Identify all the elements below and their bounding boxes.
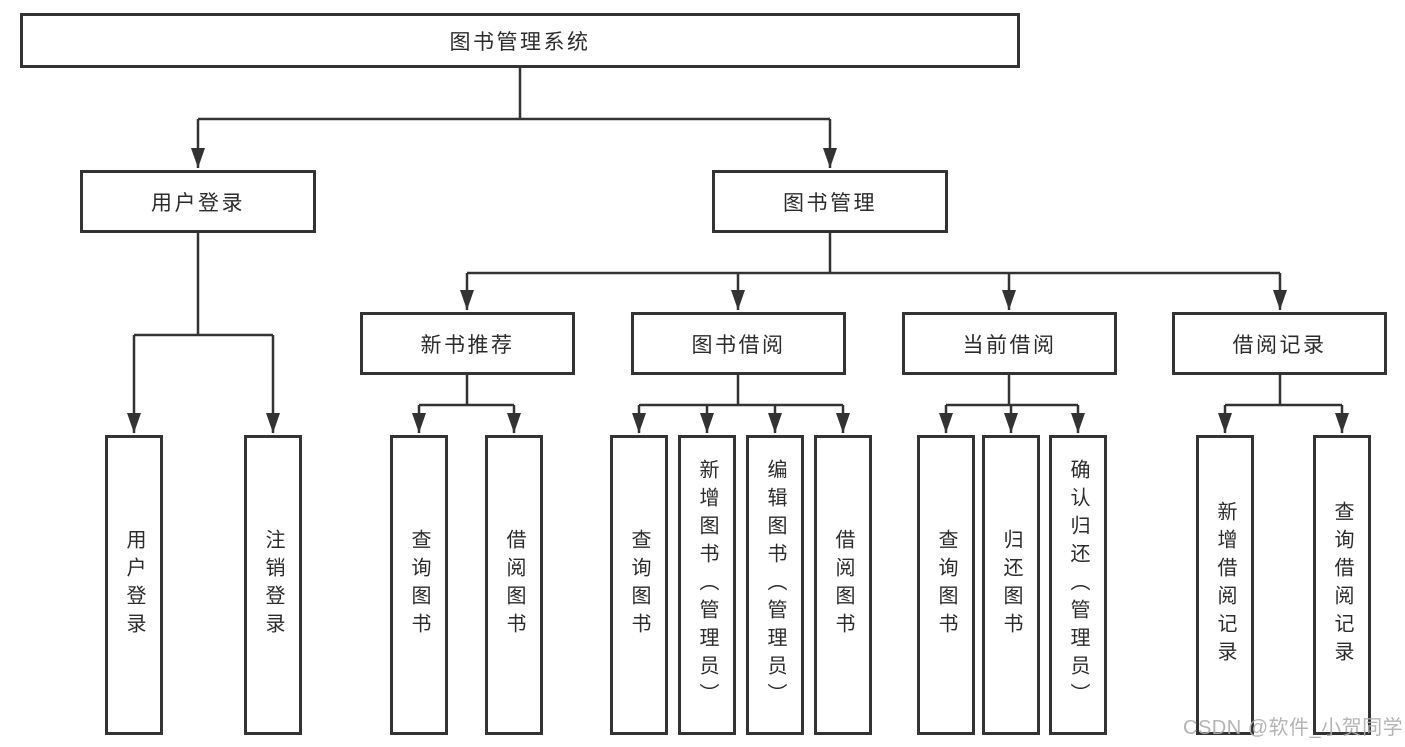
leaf-user-login: 用户登录 <box>105 435 163 735</box>
leaf-label: 借阅图书 <box>832 529 854 641</box>
leaf-label: 用户登录 <box>123 529 145 641</box>
leaf-label: 归还图书 <box>1000 529 1022 641</box>
leaf-label: 查询图书 <box>408 529 430 641</box>
node-current-borrow-label: 当前借阅 <box>962 333 1057 357</box>
node-user-login-label: 用户登录 <box>151 191 245 215</box>
connector-book-management <box>460 233 1287 310</box>
node-new-book-recommend: 新书推荐 <box>360 312 575 375</box>
leaf-add-borrow-record: 新增借阅记录 <box>1196 435 1254 735</box>
node-root-label: 图书管理系统 <box>449 30 591 54</box>
node-borrow-records-label: 借阅记录 <box>1232 333 1327 357</box>
leaf-label: 查询借阅记录 <box>1331 501 1353 669</box>
leaf-label: 新增图书（管理员） <box>696 459 718 711</box>
leaf-edit-books-admin: 编辑图书（管理员） <box>746 435 804 735</box>
leaf-confirm-return-admin: 确认归还（管理员） <box>1049 435 1107 735</box>
leaf-query-books: 查询图书 <box>610 435 668 735</box>
connector-user-login <box>127 233 280 433</box>
node-user-login: 用户登录 <box>80 170 316 233</box>
leaf-label: 查询图书 <box>628 529 650 641</box>
leaf-label: 借阅图书 <box>503 529 525 641</box>
leaf-return-books: 归还图书 <box>982 435 1040 735</box>
leaf-query-books-current: 查询图书 <box>917 435 975 735</box>
node-book-borrow-label: 图书借阅 <box>691 333 786 357</box>
leaf-label: 确认归还（管理员） <box>1067 459 1089 711</box>
leaf-query-borrow-record: 查询借阅记录 <box>1313 435 1371 735</box>
connector-borrow-records <box>1218 375 1349 433</box>
node-borrow-records: 借阅记录 <box>1172 312 1387 375</box>
node-new-book-recommend-label: 新书推荐 <box>420 333 515 357</box>
leaf-label: 注销登录 <box>262 529 284 641</box>
leaf-query-books-recommend: 查询图书 <box>390 435 448 735</box>
connector-current-borrow <box>939 375 1085 433</box>
node-book-borrow: 图书借阅 <box>631 312 846 375</box>
leaf-label: 查询图书 <box>935 529 957 641</box>
leaf-borrow-books: 借阅图书 <box>814 435 872 735</box>
node-book-management: 图书管理 <box>712 170 948 233</box>
leaf-label: 编辑图书（管理员） <box>764 459 786 711</box>
leaf-borrow-books-recommend: 借阅图书 <box>485 435 543 735</box>
csdn-watermark: CSDN @软件_小贺同学 <box>1183 717 1404 739</box>
node-root: 图书管理系统 <box>20 13 1020 68</box>
connector-new-book-recommend <box>412 375 521 433</box>
leaf-label: 新增借阅记录 <box>1214 501 1236 669</box>
node-current-borrow: 当前借阅 <box>902 312 1117 375</box>
leaf-add-books-admin: 新增图书（管理员） <box>678 435 736 735</box>
connector-book-borrow <box>632 375 850 433</box>
leaf-logout: 注销登录 <box>244 435 302 735</box>
connector-root <box>191 68 837 168</box>
node-book-management-label: 图书管理 <box>783 191 877 215</box>
